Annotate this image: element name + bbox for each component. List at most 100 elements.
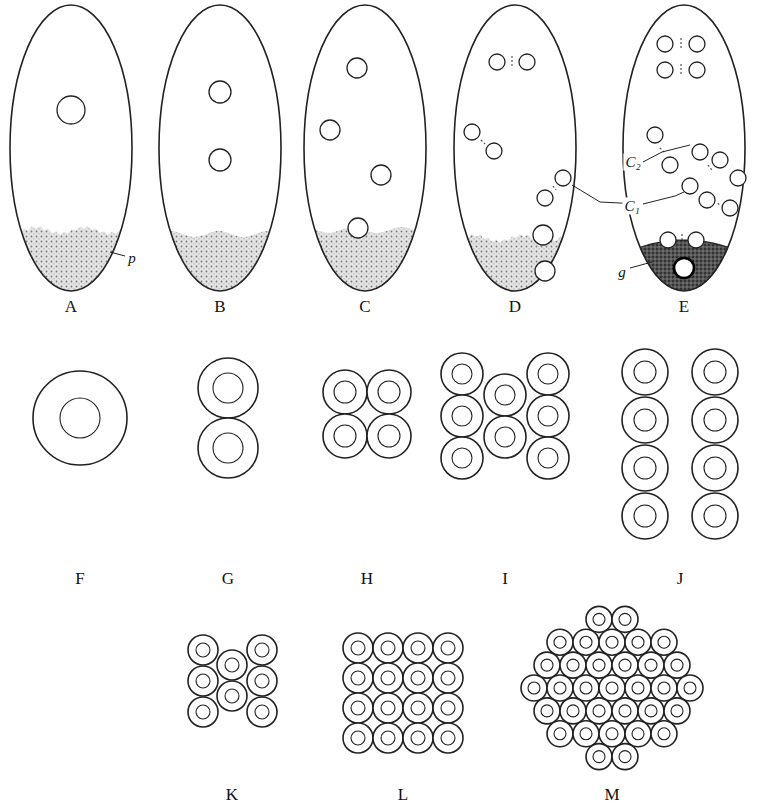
cell-nucleus — [495, 427, 515, 447]
blastomere — [599, 675, 625, 701]
cell-nucleus — [606, 682, 618, 694]
spindle-mark — [511, 56, 512, 68]
nucleus — [348, 218, 368, 238]
cell-nucleus — [411, 701, 425, 715]
cell-wall — [547, 675, 573, 701]
germ-nucleus — [674, 258, 694, 278]
cell-nucleus — [704, 457, 726, 479]
blastomere — [586, 744, 612, 770]
cell-nucleus — [538, 364, 558, 384]
blastomere — [547, 675, 573, 701]
cell-nucleus — [658, 636, 670, 648]
cell-wall — [664, 652, 690, 678]
blastomere — [664, 698, 690, 724]
blastomere — [612, 698, 638, 724]
polar-plasm — [157, 231, 283, 293]
cell-nucleus — [381, 701, 395, 715]
cell-nucleus — [255, 643, 269, 657]
cell-wall — [441, 437, 483, 479]
nucleus — [489, 54, 505, 70]
cell-nucleus — [554, 682, 566, 694]
nucleus — [657, 36, 673, 52]
cell-nucleus — [381, 671, 395, 685]
blastomere — [527, 353, 569, 395]
blastomere — [188, 697, 218, 727]
cell-wall — [521, 675, 547, 701]
spindle-mark — [481, 140, 485, 144]
blastomere — [247, 697, 277, 727]
cell-wall — [534, 652, 560, 678]
blastomere — [586, 698, 612, 724]
blastomere — [534, 698, 560, 724]
blastomere — [573, 721, 599, 747]
cell-nucleus — [593, 659, 605, 671]
cell-nucleus — [441, 671, 455, 685]
cell-nucleus — [606, 636, 618, 648]
blastomere — [534, 652, 560, 678]
blastomere — [217, 650, 247, 680]
blastomere — [323, 414, 367, 458]
blastomere — [573, 675, 599, 701]
blastomere — [560, 698, 586, 724]
cell-wall — [547, 629, 573, 655]
cell-nucleus — [411, 641, 425, 655]
blastomere — [692, 349, 738, 395]
part-letter: g — [616, 264, 628, 281]
cell-nucleus — [381, 641, 395, 655]
cell-wall — [441, 353, 483, 395]
figure-letter: B — [212, 297, 227, 316]
cell-wall — [373, 723, 403, 753]
cell-nucleus — [567, 705, 579, 717]
blastomere — [638, 698, 664, 724]
cell-nucleus — [541, 705, 553, 717]
blastomere — [367, 414, 411, 458]
cell-wall — [651, 721, 677, 747]
blastomere — [433, 663, 463, 693]
blastomere — [403, 663, 433, 693]
cell-nucleus — [441, 641, 455, 655]
blastomere — [599, 721, 625, 747]
cell-wall — [188, 635, 218, 665]
cell-wall — [612, 606, 638, 632]
blastomere — [622, 349, 668, 395]
figure-letter: F — [73, 569, 86, 588]
cell-wall — [692, 349, 738, 395]
cell-nucleus — [580, 682, 592, 694]
blastomere — [622, 493, 668, 539]
blastomere — [367, 370, 411, 414]
blastomere — [484, 374, 526, 416]
nucleus — [464, 124, 480, 140]
cell-nucleus — [528, 682, 540, 694]
spindle-mark — [553, 186, 556, 190]
cell-wall — [403, 633, 433, 663]
blastomere — [373, 633, 403, 663]
blastomere — [625, 629, 651, 655]
blastomere — [403, 723, 433, 753]
nucleus — [657, 62, 673, 78]
egg-outline — [302, 5, 428, 293]
cell-nucleus — [634, 505, 656, 527]
blastomere — [622, 397, 668, 443]
cell-wall — [343, 723, 373, 753]
egg-membrane — [304, 5, 426, 291]
polar-plasm — [8, 226, 134, 293]
nucleus — [555, 170, 571, 186]
cell-nucleus — [580, 636, 592, 648]
egg-outline — [621, 5, 747, 293]
cell-nucleus — [671, 659, 683, 671]
cell-wall — [625, 629, 651, 655]
nucleus — [209, 81, 231, 103]
blastomere — [441, 353, 483, 395]
nucleus — [347, 58, 367, 78]
cell-nucleus — [671, 705, 683, 717]
cell-nucleus — [541, 659, 553, 671]
nucleus — [712, 152, 728, 168]
cell-wall — [534, 698, 560, 724]
figure-letter: E — [677, 297, 691, 316]
cell-wall — [323, 414, 367, 458]
cell-wall — [573, 675, 599, 701]
blastomere — [651, 721, 677, 747]
cell-wall — [343, 693, 373, 723]
egg-membrane — [10, 5, 132, 291]
